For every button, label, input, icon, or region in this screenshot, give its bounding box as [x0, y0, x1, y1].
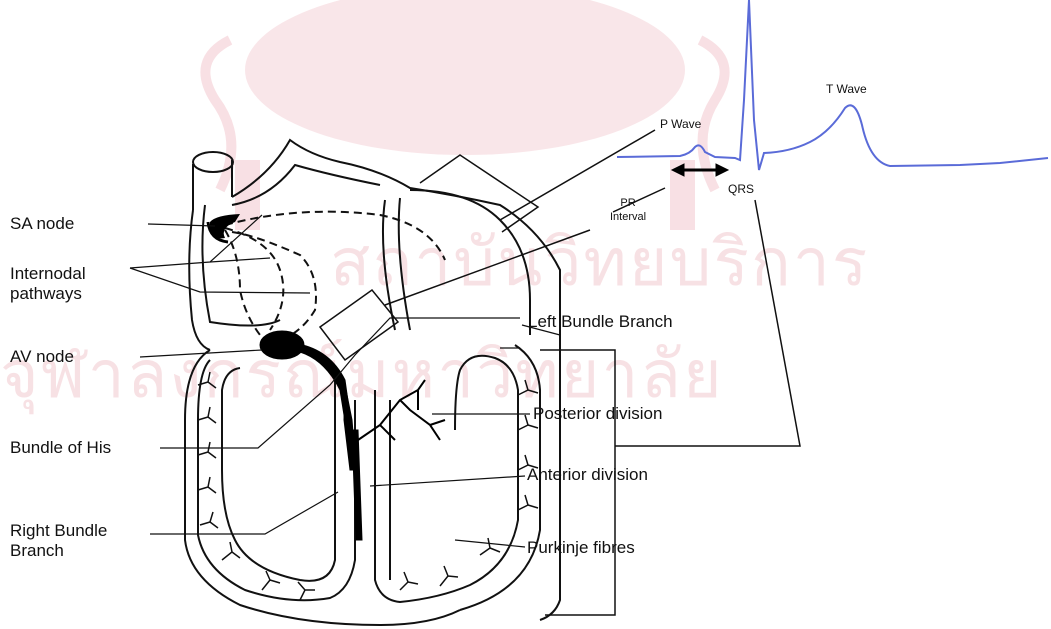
- posterior-division-label: Posterior division: [533, 404, 662, 424]
- conduction-bundle: [260, 331, 362, 540]
- pr-interval-label: PR Interval: [610, 196, 646, 224]
- internodal-pathways: [225, 212, 445, 342]
- purkinje-fibres-label: Purkinje fibres: [527, 538, 635, 558]
- right-bundle-branch-label: Right Bundle Branch: [10, 521, 107, 561]
- p-wave-label: P Wave: [660, 117, 701, 131]
- purkinje-fibres: [198, 372, 538, 600]
- bundle-of-his-label: Bundle of His: [10, 438, 111, 458]
- left-bundle-branches: [358, 380, 445, 440]
- pr-interval-arrow: [672, 164, 728, 176]
- watermark-seal: [205, 0, 724, 230]
- av-node-label: AV node: [10, 347, 74, 367]
- left-bundle-branch-label: Left Bundle Branch: [528, 312, 673, 332]
- qrs-label: QRS: [728, 182, 754, 196]
- sa-node-label: SA node: [10, 214, 74, 234]
- anterior-division-label: Anterior division: [527, 465, 648, 485]
- internodal-pathways-label: Internodal pathways: [10, 264, 86, 304]
- t-wave-label: T Wave: [826, 82, 867, 96]
